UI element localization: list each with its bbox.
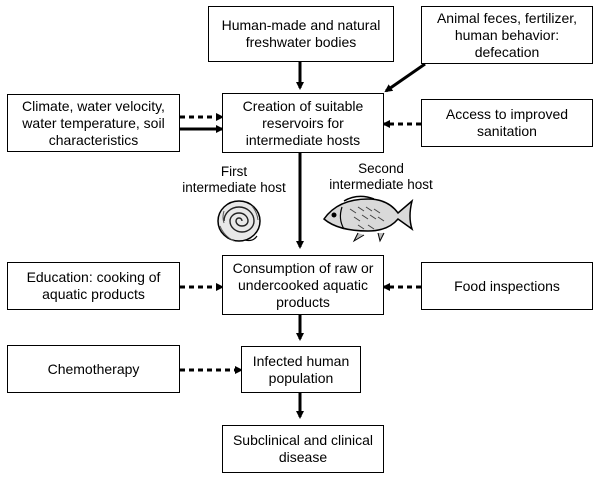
label-second-host: Second intermediate host [329, 161, 433, 192]
box-freshwater-bodies: Human-made and natural freshwater bodies [208, 6, 394, 62]
box-education: Education: cooking of aquatic products [7, 262, 180, 310]
box-reservoirs: Creation of suitable reservoirs for inte… [222, 93, 384, 153]
fish-icon [322, 195, 414, 243]
box-sanitation: Access to improved sanitation [421, 99, 593, 147]
box-climate: Climate, water velocity, water temperatu… [7, 94, 180, 152]
box-infected-population: Infected human population [241, 346, 361, 393]
arrow-animal-to-reservoirs [384, 62, 426, 93]
snail-icon [217, 200, 261, 242]
label-first-host: First intermediate host [182, 164, 286, 195]
box-consumption: Consumption of raw or undercooked aquati… [222, 255, 384, 315]
box-animal-feces: Animal feces, fertilizer, human behavior… [421, 6, 593, 64]
box-disease: Subclinical and clinical disease [222, 425, 384, 473]
box-food-inspections: Food inspections [421, 262, 593, 310]
box-chemotherapy: Chemotherapy [7, 345, 180, 393]
